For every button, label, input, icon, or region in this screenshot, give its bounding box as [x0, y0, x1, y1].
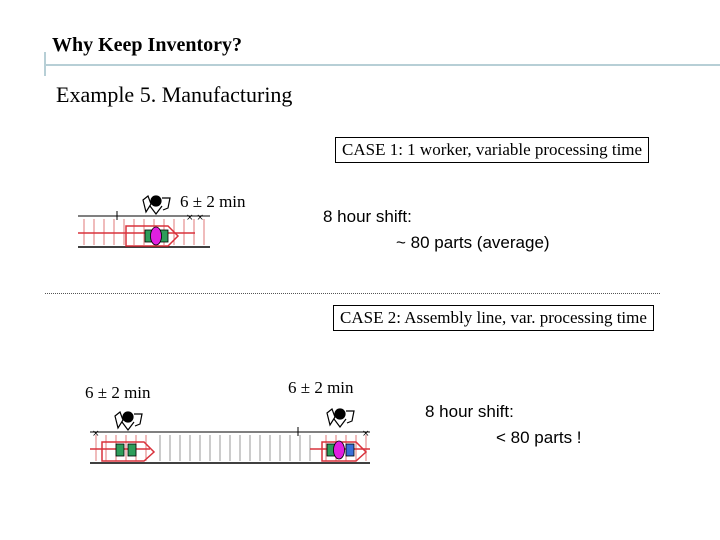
case2-time-label-left: 6 ± 2 min	[85, 383, 151, 402]
title-rule-tick	[44, 52, 46, 76]
case2-time-label-right: 6 ± 2 min	[288, 378, 354, 397]
case2-part-station2	[321, 440, 368, 462]
svg-text:×: ×	[92, 429, 100, 439]
slide-title: Why Keep Inventory?	[52, 34, 242, 56]
svg-text:× ×: × ×	[186, 213, 204, 223]
slide-subtitle: Example 5. Manufacturing	[56, 82, 293, 107]
case2-shift-line2: < 80 parts !	[496, 428, 582, 447]
svg-text:×: ×	[362, 429, 370, 439]
title-rule	[44, 64, 720, 66]
section-divider	[45, 293, 660, 294]
case2-part-station1	[101, 441, 156, 462]
case1-shift-line2: ~ 80 parts (average)	[396, 233, 550, 252]
case2-worker-icon-1	[114, 411, 143, 431]
case1-shift-line1: 8 hour shift:	[323, 207, 412, 226]
case2-shift-line1: 8 hour shift:	[425, 402, 514, 421]
case1-part	[125, 225, 180, 247]
case1-time-label: 6 ± 2 min	[180, 192, 246, 211]
case1-worker-icon	[142, 195, 171, 215]
case1-label-box: CASE 1: 1 worker, variable processing ti…	[335, 137, 650, 163]
case2-label-box: CASE 2: Assembly line, var. processing t…	[333, 305, 654, 331]
case2-conveyor: × ×	[90, 427, 370, 464]
case2-worker-icon-2	[326, 408, 355, 428]
